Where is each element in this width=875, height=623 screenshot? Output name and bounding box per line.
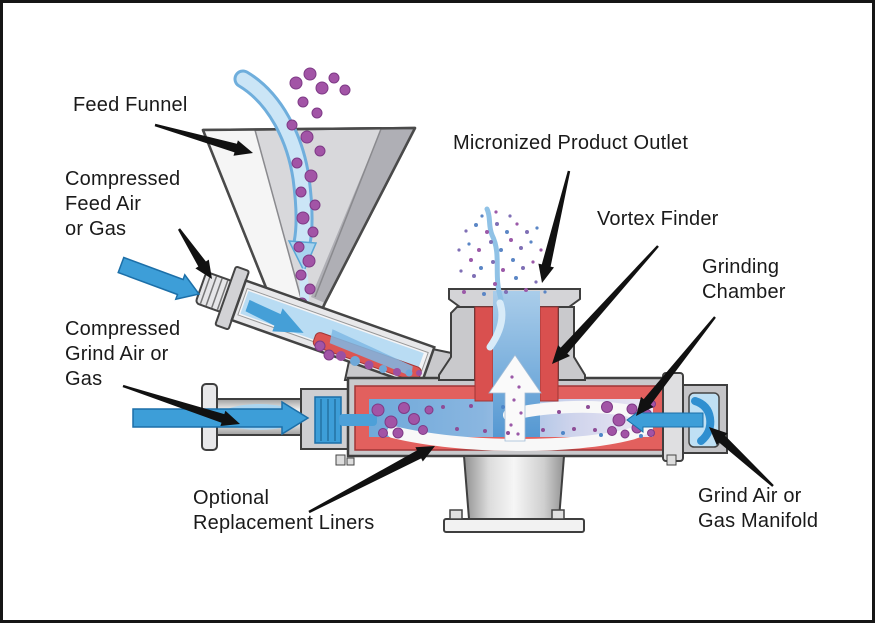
outlet-tower	[438, 288, 586, 437]
grind-air-callout-arrow	[122, 384, 240, 426]
pedestal-base	[443, 518, 585, 533]
funnel-right-shade	[311, 128, 415, 303]
base-bolt-left	[449, 509, 463, 520]
grinding-chamber-label: Grinding Chamber	[702, 256, 786, 303]
pedestal	[335, 454, 677, 533]
feed-injector	[195, 265, 436, 389]
product-outlet-callout-arrow	[538, 170, 571, 283]
feed-air-callout-arrow	[178, 228, 212, 279]
vortex-finder-label: Vortex Finder	[597, 208, 719, 230]
compressed-feed-label: Compressed Feed Air or Gas	[65, 168, 181, 240]
manifold-label: Grind Air or Gas Manifold	[698, 485, 819, 532]
liners-label: Optional Replacement Liners	[193, 487, 375, 534]
grind-manifold	[626, 372, 728, 462]
funnel-left-face	[203, 130, 304, 325]
vortex-finder-callout-arrow	[552, 245, 659, 364]
casing-bolt-left	[335, 454, 346, 466]
up-flow-arrow	[488, 354, 542, 442]
grinding-chamber-callout-arrow	[636, 316, 716, 416]
outlet-wisp	[484, 206, 504, 302]
injector-particles	[314, 340, 422, 377]
liners-callout-arrow	[308, 446, 435, 514]
injector-flow-arrow	[245, 299, 304, 333]
compressed-grind-label: Compressed Grind Air or Gas	[65, 318, 181, 390]
base-bolt-right	[551, 509, 565, 520]
product-outlet-label: Micronized Product Outlet	[453, 132, 689, 154]
pedestal-column	[462, 455, 566, 520]
manifold-hook-flow	[691, 397, 715, 445]
feed-air-arrow	[117, 256, 201, 301]
nozzle-jet	[339, 414, 377, 426]
callout-arrows	[122, 123, 774, 514]
feed-funnel-label: Feed Funnel	[73, 94, 188, 116]
diagram-canvas	[117, 67, 774, 533]
manifold-callout-arrow	[709, 427, 774, 487]
feed-funnel-callout-arrow	[154, 123, 253, 156]
micronized-spray	[457, 210, 547, 296]
casing-bolt-right	[666, 454, 677, 466]
vortex-finder-left-wall	[474, 306, 494, 402]
